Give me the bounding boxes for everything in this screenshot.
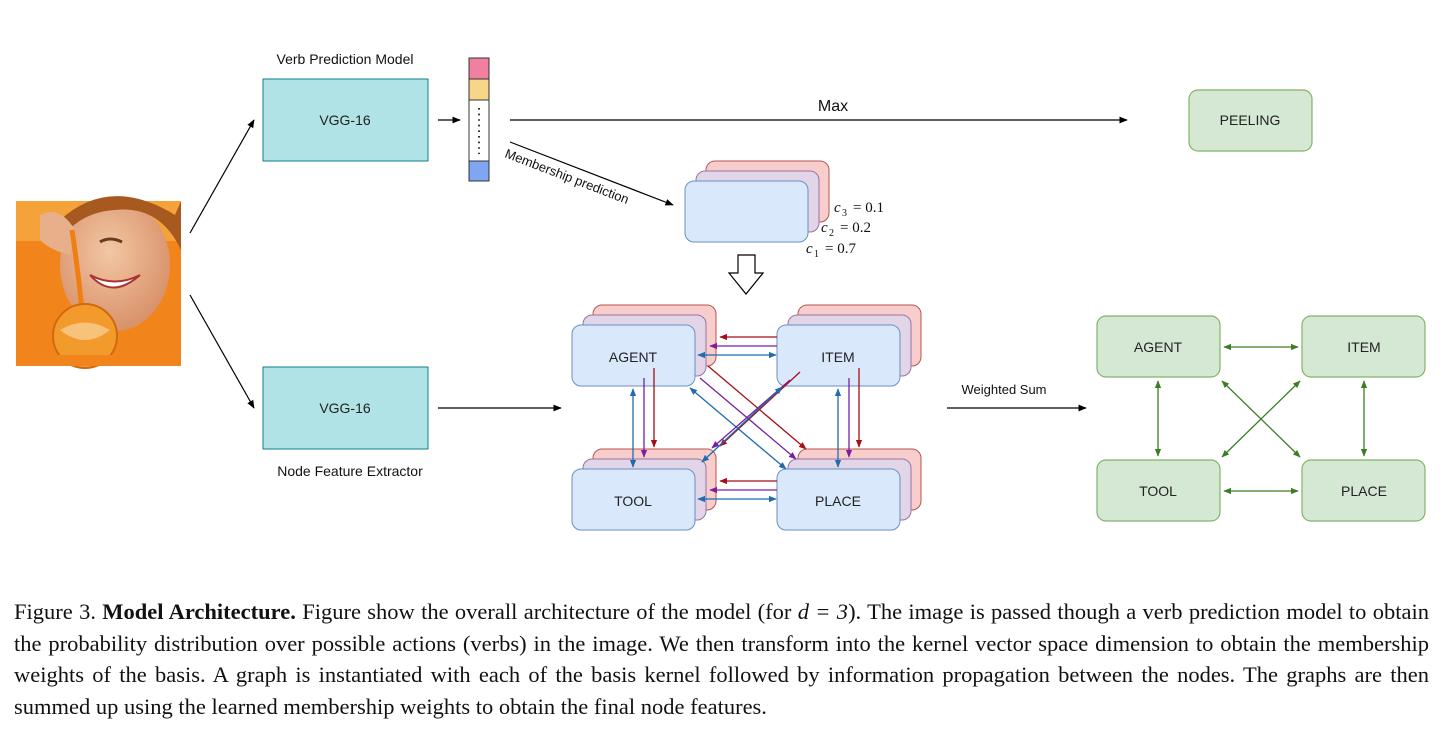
architecture-diagram: Verb Prediction Model VGG-16 Max PEELING… bbox=[16, 51, 1426, 531]
svg-text:3: 3 bbox=[842, 208, 847, 219]
coefficient-c1: c 1 = 0.7 bbox=[806, 241, 856, 260]
final-node-agent bbox=[1096, 315, 1221, 378]
kernel-stack bbox=[684, 160, 830, 243]
svg-text:= 0.7: = 0.7 bbox=[825, 241, 856, 257]
verb-output-label: PEELING bbox=[1220, 112, 1281, 128]
graph-node-agent-stack: AGENT bbox=[571, 304, 717, 387]
final-node-tool bbox=[1096, 459, 1221, 522]
input-to-feature-model-arrow bbox=[189, 294, 255, 409]
stack-place-label: PLACE bbox=[815, 493, 861, 509]
graph-node-item-stack: ITEM bbox=[776, 304, 922, 387]
stacked-graph-edges bbox=[629, 333, 863, 503]
stack-item-label: ITEM bbox=[821, 349, 854, 365]
final-item-label: ITEM bbox=[1347, 339, 1380, 355]
final-graph-edges bbox=[1154, 343, 1368, 495]
feature-model-label: VGG-16 bbox=[319, 400, 371, 416]
coefficient-c3: c 3 = 0.1 bbox=[834, 200, 884, 219]
svg-text:= 0.2: = 0.2 bbox=[840, 220, 871, 236]
svg-text:c: c bbox=[834, 200, 841, 216]
verb-model-box bbox=[262, 78, 429, 162]
membership-label: Membership prediction bbox=[503, 146, 631, 207]
coefficient-c2: c 2 = 0.2 bbox=[821, 220, 871, 239]
svg-text:2: 2 bbox=[829, 228, 834, 239]
hollow-down-arrow bbox=[727, 254, 765, 295]
caption-title: Model Architecture. bbox=[102, 599, 296, 624]
final-place-label: PLACE bbox=[1341, 483, 1387, 499]
figure-caption: Figure 3. Model Architecture. Figure sho… bbox=[14, 596, 1429, 722]
final-node-item bbox=[1301, 315, 1426, 378]
feature-model-box bbox=[262, 366, 429, 450]
svg-text:1: 1 bbox=[814, 249, 819, 260]
final-agent-label: AGENT bbox=[1134, 339, 1183, 355]
weighted-sum-label: Weighted Sum bbox=[961, 382, 1046, 397]
verb-model-label: VGG-16 bbox=[319, 112, 371, 128]
final-tool-label: TOOL bbox=[1139, 483, 1177, 499]
verb-output-box bbox=[1188, 89, 1313, 152]
feature-model-title: Node Feature Extractor bbox=[277, 463, 423, 479]
svg-text:= 0.1: = 0.1 bbox=[853, 200, 884, 216]
caption-math: d = 3 bbox=[797, 599, 849, 624]
stack-agent-label: AGENT bbox=[609, 349, 658, 365]
max-label: Max bbox=[818, 98, 848, 115]
caption-text-part1: Figure show the overall architecture of … bbox=[302, 599, 792, 624]
graph-node-tool-stack: TOOL bbox=[571, 448, 717, 531]
svg-text:c: c bbox=[821, 220, 828, 236]
stack-tool-label: TOOL bbox=[614, 493, 652, 509]
input-to-verb-model-arrow bbox=[189, 119, 255, 234]
input-photo bbox=[16, 196, 181, 369]
verb-probability-vector bbox=[468, 57, 490, 182]
caption-text-part2: ). The image is passed though a verb pre… bbox=[14, 599, 1429, 719]
verb-model-title: Verb Prediction Model bbox=[277, 51, 414, 67]
final-node-place bbox=[1301, 459, 1426, 522]
membership-arrow bbox=[509, 141, 674, 206]
svg-text:c: c bbox=[806, 241, 813, 257]
caption-prefix: Figure 3. bbox=[14, 599, 96, 624]
graph-node-place-stack: PLACE bbox=[776, 448, 922, 531]
